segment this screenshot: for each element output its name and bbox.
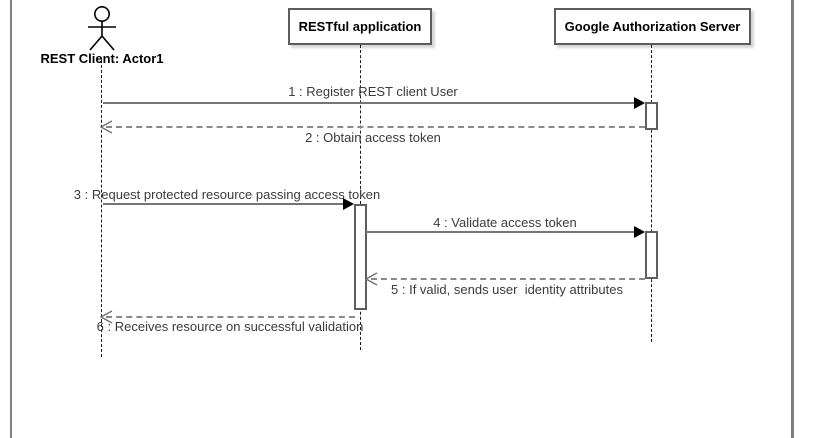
activation-google-2 (645, 231, 658, 279)
participant-restful-application: RESTful application (288, 8, 432, 45)
message-4-arrowhead-icon (634, 226, 645, 238)
activation-google-1 (645, 102, 658, 130)
participant-label: RESTful application (298, 19, 422, 34)
actor-label: REST Client: Actor1 (40, 51, 164, 66)
message-6-line (106, 316, 355, 318)
message-3-line (103, 203, 344, 205)
lifeline-google-auth-server (651, 45, 652, 342)
participant-google-auth-server: Google Authorization Server (554, 8, 751, 45)
message-5-line (371, 278, 645, 280)
message-6-open-arrowhead-icon (100, 310, 113, 324)
message-5-open-arrowhead-icon (365, 272, 378, 286)
page-border-right (791, 0, 794, 438)
lifeline-rest-client (101, 60, 102, 357)
activation-restful-app (354, 204, 367, 310)
participant-label: Google Authorization Server (564, 19, 741, 34)
message-2-label: 2 : Obtain access token (305, 130, 441, 145)
message-6-label: 6 : Receives resource on successful vali… (96, 319, 364, 334)
message-1-line (103, 102, 634, 104)
message-1-arrowhead-icon (634, 97, 645, 109)
page-border-left (10, 0, 12, 438)
message-5-label: 5 : If valid, sends user identity attrib… (391, 282, 623, 297)
message-3-arrowhead-icon (343, 198, 354, 210)
message-4-label: 4 : Validate access token (433, 215, 577, 230)
actor-stick-figure-icon (88, 6, 116, 51)
message-4-line (366, 231, 634, 233)
message-2-open-arrowhead-icon (100, 120, 113, 134)
lifeline-restful-application (360, 45, 361, 350)
message-2-line (106, 126, 645, 128)
message-3-label: 3 : Request protected resource passing a… (73, 187, 381, 202)
message-1-label: 1 : Register REST client User (288, 84, 458, 99)
